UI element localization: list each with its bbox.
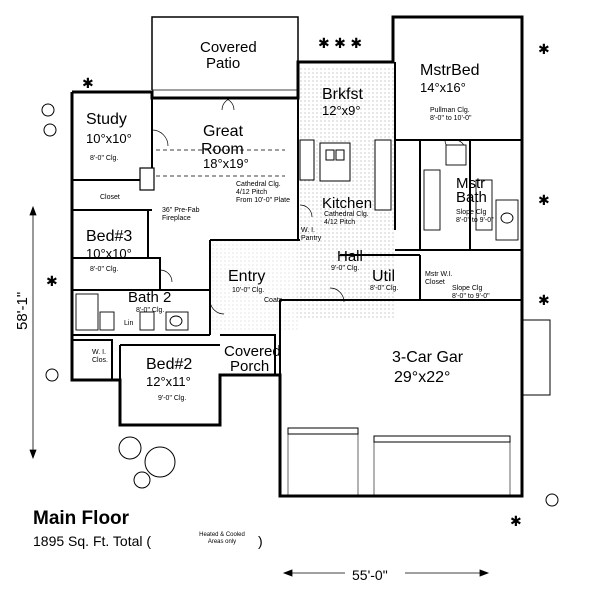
svg-text:✱: ✱ [538, 42, 550, 58]
width-dimension-line [282, 569, 490, 577]
mstr-bed-name: MstrBed [420, 62, 480, 79]
hall-ceiling-note: 9'-0" Clg. [331, 265, 359, 272]
entry-name: Entry [228, 268, 265, 285]
depth-dimension-label: 58'-1" [14, 291, 31, 330]
landscape-shrubs [41, 103, 559, 507]
closet-label: Closet [100, 194, 120, 201]
bath2-ceiling-note: 8'-0" Clg. [136, 307, 164, 314]
door-swings [151, 97, 466, 315]
patio-line2: Patio [206, 55, 240, 72]
lin-label: Lin [124, 320, 133, 327]
fireplace-symbol [139, 167, 155, 191]
svg-text:✱: ✱ [510, 514, 522, 530]
util-ceiling-note: 8'-0" Clg. [370, 285, 398, 292]
study-ceiling-note: 8'-0" Clg. [90, 155, 118, 162]
wi-pantry-label: W. I.Pantry [301, 227, 322, 242]
entry-ceiling-note: 10'-0" Clg. [232, 287, 264, 294]
svg-text:✱: ✱ [538, 193, 550, 209]
svg-text:✱ ✱ ✱: ✱ ✱ ✱ [318, 36, 362, 52]
kitchen-ceiling-note: Cathedral Clg.4/12 Pitch [324, 211, 369, 226]
study-name: Study [86, 111, 127, 128]
mstr-bed-ceiling-note: Pullman Clg.8'-0" to 10'-0" [430, 107, 472, 122]
coats-label: Coats [264, 297, 283, 304]
kitchen-name: Kitchen [322, 195, 372, 212]
landscape-plants: ✱ ✱ ✱ ✱ ✱ ✱ ✱ ✱ ✱ [46, 36, 550, 530]
brkfst-name: Brkfst [322, 86, 363, 103]
bed2-ceiling-note: 9'-0" Clg. [158, 395, 186, 402]
plan-title: Main Floor [33, 508, 130, 529]
bed3-size: 10°x10° [86, 246, 132, 261]
mstr-bed-size: 14°x16° [420, 80, 466, 95]
kitchen-fixtures [299, 139, 392, 211]
plan-area: 1895 Sq. Ft. Total ( [33, 533, 152, 549]
util-name: Util [372, 268, 395, 285]
wi-clos-label: W. I.Clos. [92, 349, 108, 364]
plan-area-close: ) [258, 533, 263, 549]
garage-name: 3-Car Gar [392, 349, 464, 366]
depth-dimension-line [29, 205, 37, 460]
exterior-walls [70, 15, 524, 498]
hall-name: Hall [337, 248, 363, 265]
svg-text:✱: ✱ [46, 274, 58, 290]
width-dimension-label: 55'-0" [352, 567, 388, 583]
bath-fixtures [75, 144, 519, 331]
bed3-name: Bed#3 [86, 228, 132, 245]
mstr-wi-closet-name: Mstr W.I.Closet [425, 271, 453, 286]
garage-size: 29°x22° [394, 369, 450, 386]
bed2-size: 12°x11° [146, 374, 191, 389]
bath2-name: Bath 2 [128, 289, 171, 306]
bed3-ceiling-note: 8'-0" Clg. [90, 266, 118, 273]
svg-text:✱: ✱ [82, 76, 94, 92]
study-size: 10°x10° [86, 131, 132, 146]
svg-text:✱: ✱ [538, 293, 550, 309]
interior-walls [72, 62, 551, 496]
bed2-name: Bed#2 [146, 356, 192, 373]
ceiling-lines [156, 149, 285, 177]
brkfst-size: 12°x9° [322, 103, 361, 118]
patio-line1: Covered [200, 39, 257, 56]
great-room-size: 18°x19° [203, 156, 249, 171]
covered-patio-outline [151, 16, 299, 91]
